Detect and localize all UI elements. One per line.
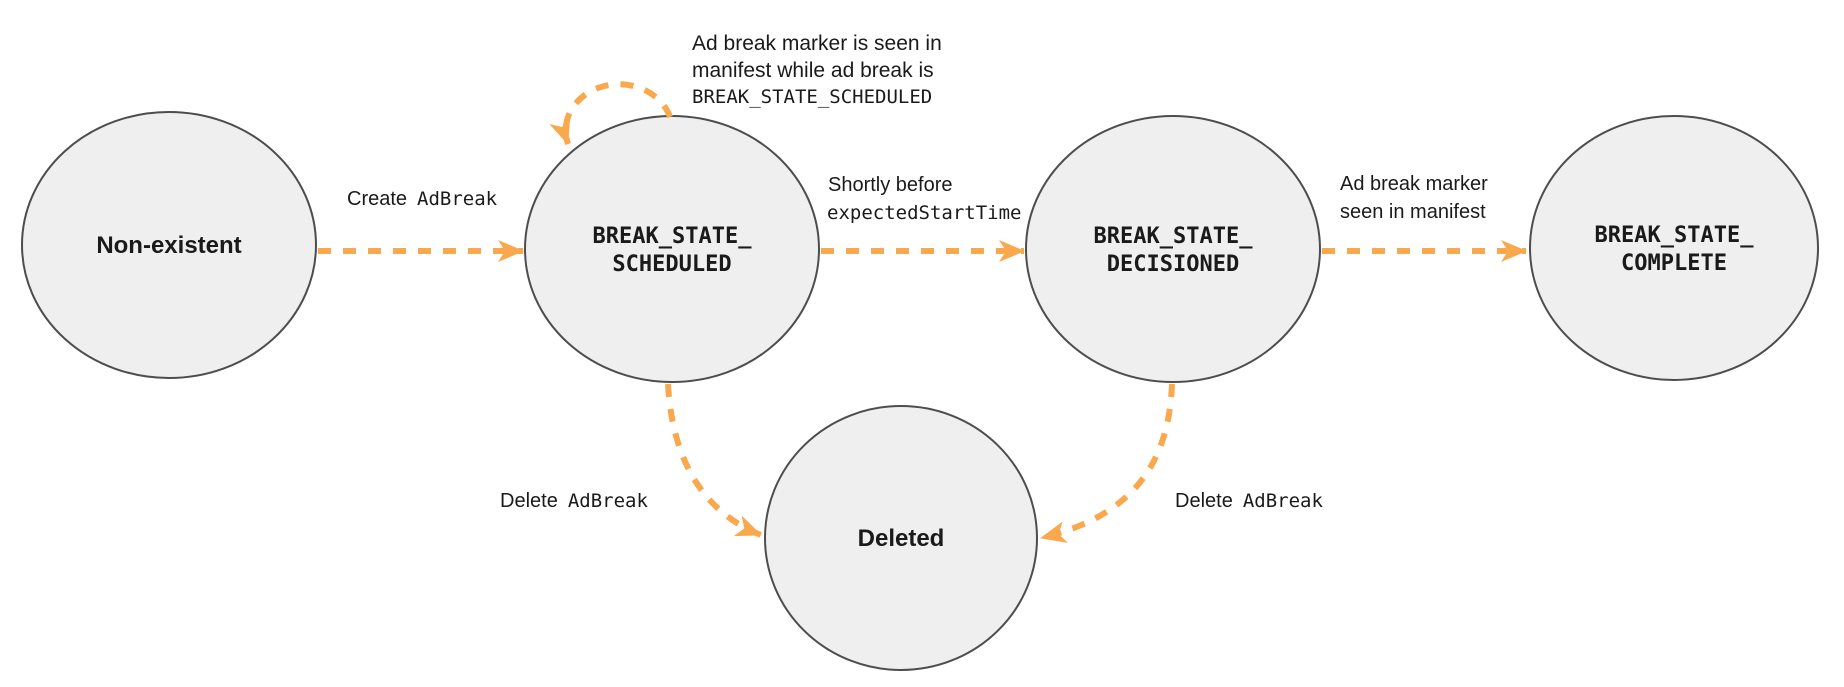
edge-self-loop-label-line1: Ad break marker is seen in — [692, 32, 942, 55]
edge-decisioned-to-deleted-arrow — [1040, 383, 1175, 543]
node-break-state-decisioned — [1025, 115, 1321, 383]
node-break-state-scheduled — [524, 115, 820, 383]
node-non-existent-label: Non-existent — [96, 232, 241, 259]
edge-delete-adbreak-left-label: Delete AdBreak — [500, 490, 648, 512]
edge-delete-adbreak-right-label: Delete AdBreak — [1175, 490, 1323, 512]
node-scheduled-label-line1: BREAK_STATE_ — [593, 224, 753, 249]
node-complete-label-line1: BREAK_STATE_ — [1595, 223, 1755, 248]
node-deleted — [764, 405, 1038, 671]
edge-create-adbreak-label: Create AdBreak — [347, 188, 498, 210]
node-complete-label-line2: COMPLETE — [1621, 251, 1727, 276]
edge-self-loop-label-line3: BREAK_STATE_SCHEDULED — [692, 86, 932, 108]
node-decisioned-label-line2: DECISIONED — [1107, 252, 1239, 277]
node-non-existent — [21, 111, 317, 379]
edge-self-loop-label-line2: manifest while ad break is — [692, 59, 934, 82]
edge-self-loop-arrow — [549, 81, 673, 145]
edge-scheduled-to-deleted-arrow — [665, 383, 763, 538]
edge-marker-seen-label-line2: seen in manifest — [1340, 201, 1486, 223]
edge-marker-seen-label-line1: Ad break marker — [1340, 173, 1488, 195]
node-decisioned-label-line1: BREAK_STATE_ — [1094, 224, 1254, 249]
edge-shortly-before-label-line2: expectedStartTime — [827, 202, 1021, 224]
node-break-state-complete — [1529, 115, 1819, 381]
node-deleted-label: Deleted — [858, 525, 945, 552]
node-scheduled-label-line2: SCHEDULED — [612, 252, 731, 277]
edge-shortly-before-label-line1: Shortly before — [828, 174, 953, 196]
